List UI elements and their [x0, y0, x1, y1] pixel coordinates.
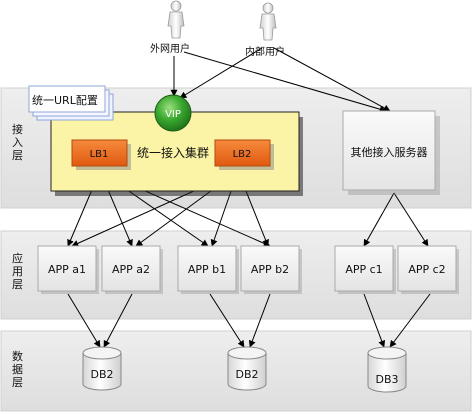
access-layer-label: 接 入 层 [12, 123, 27, 162]
db-b-node: DB2 [227, 346, 267, 391]
cluster-label: 统一接入集群 [137, 145, 209, 160]
db-a-label: DB2 [90, 368, 113, 381]
edge-other-c1 [363, 192, 395, 247]
db-c-node: DB3 [367, 346, 407, 393]
edge-internal-other [273, 47, 391, 112]
edge-a2-db [103, 293, 133, 348]
db-c-label: DB3 [375, 373, 398, 386]
url-config-doc: 统一URL配置 [28, 85, 114, 121]
external-user-icon [167, 0, 185, 39]
edge-c1-db [363, 293, 386, 348]
app-a1-label: APP a1 [48, 263, 86, 276]
edge-other-c2 [393, 192, 429, 247]
edge-c2-db [389, 293, 431, 348]
lb2-label: LB2 [233, 149, 252, 160]
external-user-label: 外网用户 [150, 42, 190, 55]
app-b2-label: APP b2 [251, 263, 289, 276]
app-a1-node: APP a1 [37, 245, 99, 294]
app-c1-label: APP c1 [345, 263, 382, 276]
url-config-label: 统一URL配置 [32, 94, 98, 107]
app-layer-label: 应 用 层 [12, 251, 27, 291]
data-layer-label: 数 据 层 [12, 350, 27, 389]
edge-b1-db [209, 293, 245, 348]
app-b1-node: APP b1 [177, 245, 239, 294]
other-access-server-label: 其他接入服务器 [351, 146, 428, 159]
lb1-node: LB1 [71, 139, 131, 170]
app-c1-node: APP c1 [334, 245, 396, 294]
vip-node: VIP [154, 94, 192, 132]
app-b1-label: APP b1 [188, 263, 226, 276]
db-a-node: DB2 [82, 346, 122, 391]
lb2-node: LB2 [214, 139, 274, 170]
internal-user-label: 内部用户 [245, 45, 285, 58]
lb1-label: LB1 [90, 149, 109, 160]
app-a2-node: APP a2 [101, 245, 163, 294]
edge-external-other [183, 51, 387, 113]
app-b2-node: APP b2 [240, 245, 302, 294]
edge-b2-db [248, 293, 271, 348]
edge-a1-db [67, 293, 101, 348]
db-b-label: DB2 [235, 368, 258, 381]
edge-internal-vip [179, 47, 263, 99]
app-c2-node: APP c2 [397, 245, 459, 294]
app-c2-label: APP c2 [408, 263, 445, 276]
other-access-server-node: 其他接入服务器 [342, 110, 440, 195]
app-a2-label: APP a2 [112, 263, 150, 276]
vip-label: VIP [165, 109, 181, 120]
internal-user-icon [259, 2, 277, 41]
